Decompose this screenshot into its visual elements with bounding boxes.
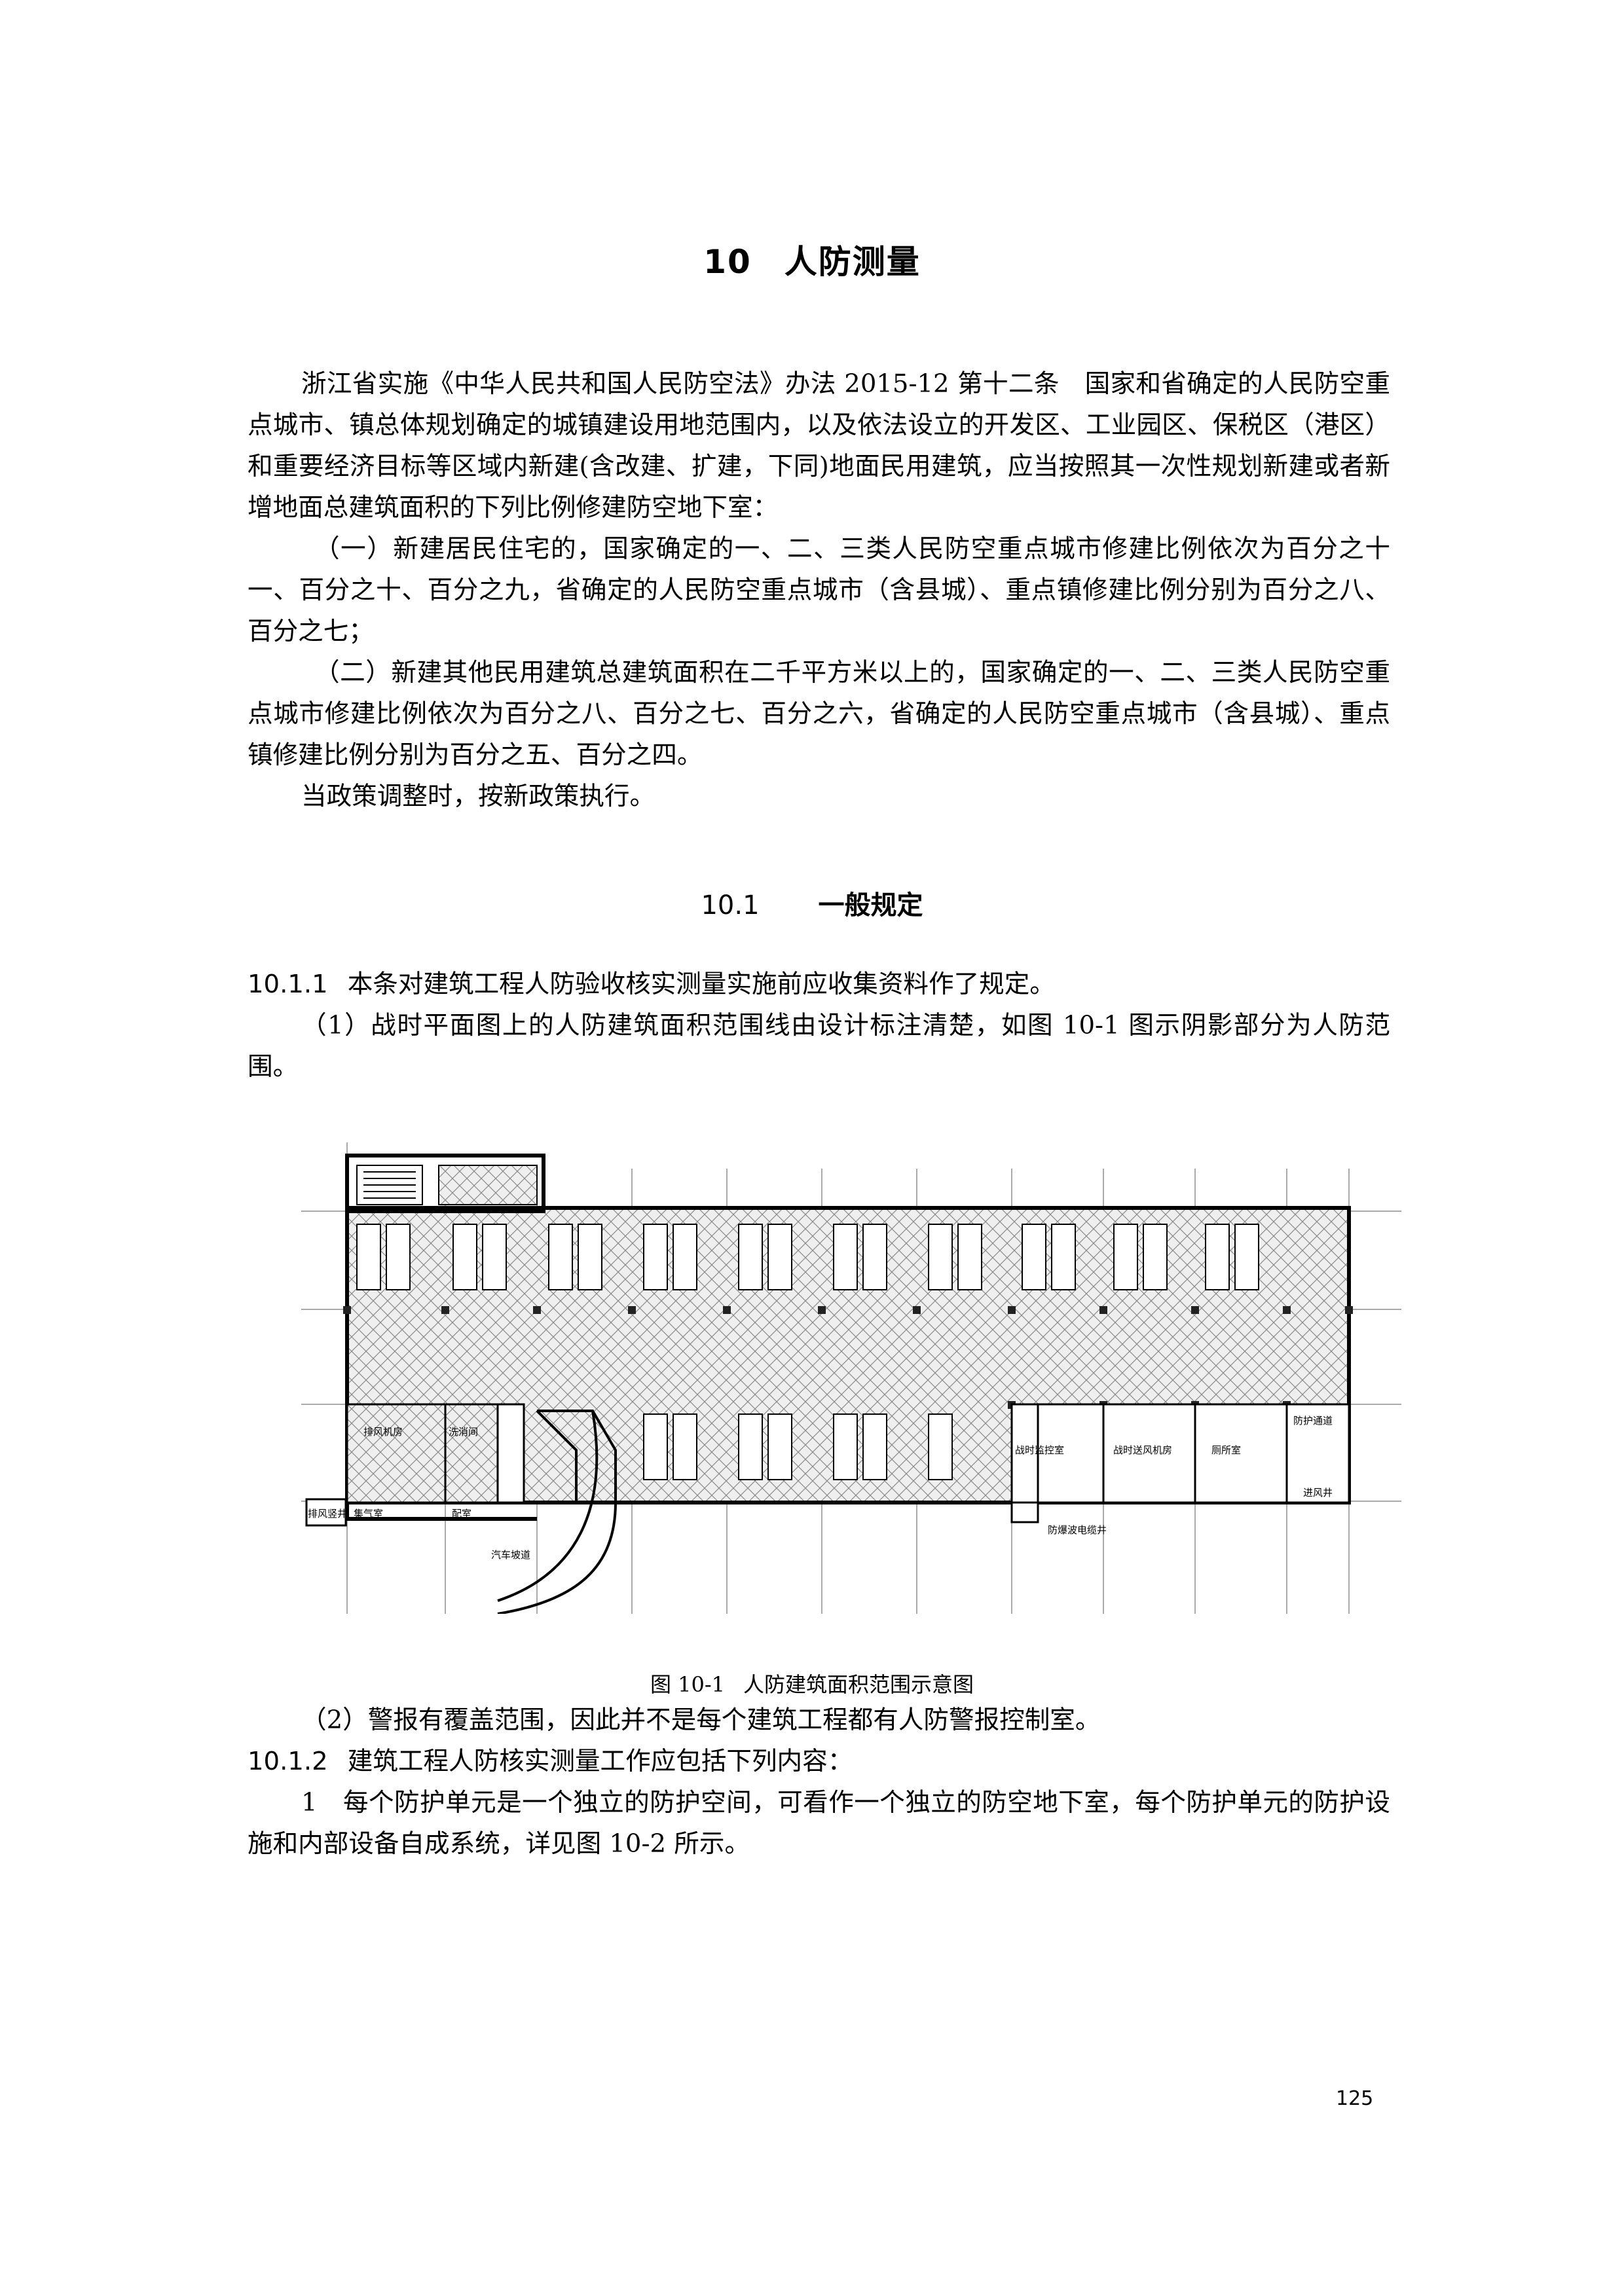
floor-plan-figure: 排风机房 洗消间 排风竖井 集气室 配室 汽车坡道 战时监控室 战时送风机房 厕…	[301, 1142, 1401, 1614]
clause-1-number: 10.1.1	[248, 970, 328, 999]
label-small-room: 配室	[452, 1508, 471, 1520]
item-1: （一）新建居民住宅的，国家确定的一、二、三类人民防空重点城市修建比例依次为百分之…	[248, 534, 1390, 646]
figure-caption: 图 10-1 人防建筑面积范围示意图	[0, 1668, 1624, 1698]
clause-1-text: 本条对建筑工程人防验收核实测量实施前应收集资料作了规定。	[347, 970, 1055, 999]
clause-2-number: 10.1.2	[248, 1747, 328, 1776]
label-exhaust-room: 排风机房	[363, 1426, 403, 1438]
clause-1-item-2: （2）警报有覆盖范围，因此并不是每个建筑工程都有人防警报控制室。	[301, 1705, 1101, 1735]
chapter-title: 10 人防测量	[0, 236, 1624, 283]
clause-2-block: （2）警报有覆盖范围，因此并不是每个建筑工程都有人防警报控制室。 10.1.2 建…	[248, 1700, 1390, 1865]
walls	[345, 1154, 1351, 1521]
label-filter-room: 集气室	[354, 1508, 383, 1520]
parking-top	[356, 1224, 1259, 1290]
section-title: 一般规定	[818, 890, 923, 920]
label-ramp: 汽车坡道	[491, 1549, 530, 1561]
clause-2-text: 建筑工程人防核实测量工作应包括下列内容：	[347, 1747, 853, 1776]
chapter-title-text: 人防测量	[784, 243, 921, 281]
ramp	[497, 1410, 617, 1614]
figure-caption-number: 图 10-1	[650, 1672, 726, 1697]
rooms-left	[305, 1403, 525, 1527]
clause-2-item-1: 1 每个防护单元是一个独立的防护空间，可看作一个独立的防空地下室，每个防护单元的…	[248, 1788, 1390, 1859]
chapter-number: 10	[703, 243, 752, 281]
rooms-right	[1010, 1403, 1350, 1523]
item-2: （二）新建其他民用建筑总建筑面积在二千平方米以上的，国家确定的一、二、三类人民防…	[248, 658, 1390, 770]
figure-labels: 排风机房 洗消间 排风竖井 集气室 配室 汽车坡道 战时监控室 战时送风机房 厕…	[308, 1415, 1333, 1561]
stair-top	[356, 1165, 538, 1205]
clause-2: 10.1.2 建筑工程人防核实测量工作应包括下列内容：	[248, 1741, 1390, 1782]
intro-block: 浙江省实施《中华人民共和国人民防空法》办法 2015-12 第十二条 国家和省确…	[248, 363, 1390, 817]
label-toilet: 厕所室	[1211, 1444, 1241, 1456]
label-intake: 进风井	[1303, 1487, 1333, 1499]
clause-1-block: 10.1.1 本条对建筑工程人防验收核实测量实施前应收集资料作了规定。 （1）战时…	[248, 964, 1390, 1087]
clause-1-item-1: （1）战时平面图上的人防建筑面积范围线由设计标注清楚，如图 10-1 图示阴影部…	[248, 1011, 1390, 1082]
label-supply-fan-room: 战时送风机房	[1113, 1444, 1172, 1456]
section-number: 10.1	[701, 890, 760, 920]
intro-paragraph: 浙江省实施《中华人民共和国人民防空法》办法 2015-12 第十二条 国家和省确…	[248, 369, 1390, 522]
parking-bottom	[643, 1413, 953, 1480]
policy-note: 当政策调整时，按新政策执行。	[301, 782, 655, 811]
page-number: 125	[1336, 2087, 1374, 2110]
label-blast-shaft: 防爆波电缆井	[1048, 1524, 1107, 1536]
label-exhaust-shaft: 排风竖井	[308, 1508, 347, 1520]
clause-1: 10.1.1 本条对建筑工程人防验收核实测量实施前应收集资料作了规定。	[248, 964, 1390, 1005]
label-decon-room: 洗消间	[449, 1426, 478, 1438]
label-battle-room: 战时监控室	[1015, 1444, 1064, 1456]
label-passage: 防护通道	[1293, 1415, 1333, 1427]
section-heading: 10.1 一般规定	[0, 884, 1624, 922]
figure-caption-text: 人防建筑面积范围示意图	[743, 1672, 974, 1697]
